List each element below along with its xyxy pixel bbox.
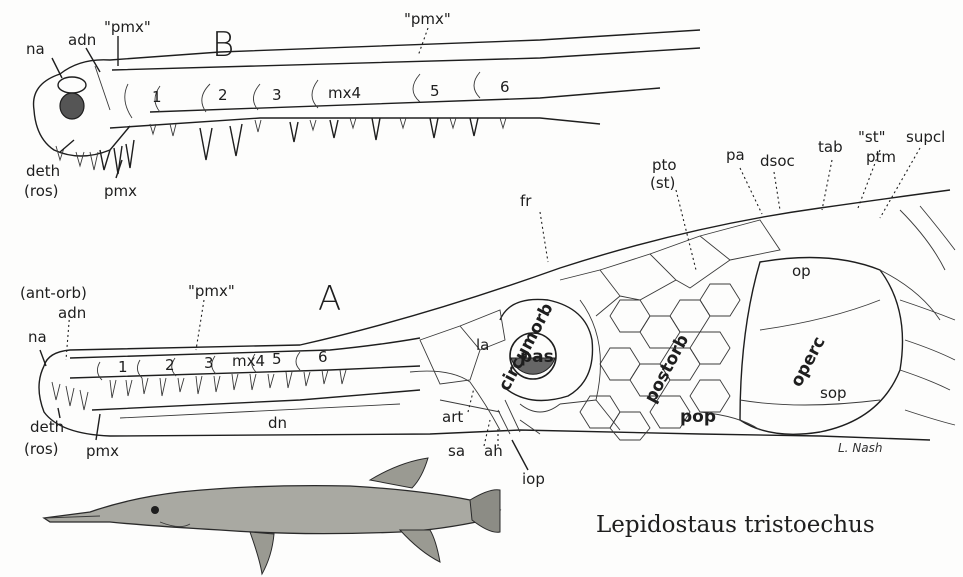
label-b-adn: adn <box>68 31 96 49</box>
label-a-2: 2 <box>165 356 175 374</box>
label-a-deth: deth <box>30 418 64 436</box>
label-b-pmx-right: "pmx" <box>404 10 451 28</box>
label-b-3: 3 <box>272 86 282 104</box>
panel-b-letter: B <box>212 25 234 65</box>
label-a-pto: pto <box>652 156 677 174</box>
fish-silhouette <box>44 458 500 574</box>
label-a-postorb: postorb <box>641 331 694 406</box>
label-a-operc: operc <box>787 333 830 390</box>
label-a-pmx-bottom: pmx <box>86 442 119 460</box>
label-a-op: op <box>792 262 811 280</box>
label-a-fr: fr <box>520 192 532 210</box>
label-a-ros: (ros) <box>24 440 59 458</box>
label-a-pop: pop <box>680 407 716 427</box>
panel-b-labels: B na adn "pmx" "pmx" deth (ros) pmx 1 2 … <box>24 10 510 200</box>
label-b-2: 2 <box>218 86 228 104</box>
label-b-pmx-bottom: pmx <box>104 182 137 200</box>
label-a-5: 5 <box>272 350 282 368</box>
label-b-deth: deth <box>26 162 60 180</box>
label-a-ah: ah <box>484 442 503 460</box>
label-a-6: 6 <box>318 348 328 366</box>
label-a-mx4: mx4 <box>232 352 265 370</box>
label-a-pmx-top: "pmx" <box>188 282 235 300</box>
label-a-dn: dn <box>268 414 287 432</box>
label-a-tab: tab <box>818 138 843 156</box>
label-a-ptm: ptm <box>866 148 896 166</box>
label-a-st-paren: (st) <box>650 174 675 192</box>
panel-b-snout-drawing <box>34 30 700 174</box>
label-b-5: 5 <box>430 82 440 100</box>
panel-a-skull-drawing <box>39 190 955 440</box>
label-b-pmx-left: "pmx" <box>104 18 151 36</box>
label-a-art: art <box>442 408 463 426</box>
label-b-na: na <box>26 40 45 58</box>
leader-lines <box>40 28 920 470</box>
label-a-1: 1 <box>118 358 128 376</box>
species-caption: Lepidostaus tristoechus <box>596 512 875 538</box>
label-a-pa: pa <box>726 146 745 164</box>
artist-signature: L. Nash <box>838 441 883 455</box>
label-a-adn: adn <box>58 304 86 322</box>
label-a-iop: iop <box>522 470 545 488</box>
label-a-ant-orb: (ant-orb) <box>20 284 87 302</box>
label-b-1: 1 <box>152 88 162 106</box>
label-b-mx4: mx4 <box>328 84 361 102</box>
label-a-3: 3 <box>204 354 214 372</box>
label-a-na: na <box>28 328 47 346</box>
label-a-la: la <box>476 336 489 354</box>
label-a-sop: sop <box>820 384 847 402</box>
panel-a-letter: A <box>318 279 341 319</box>
label-a-sa: sa <box>448 442 465 460</box>
label-b-6: 6 <box>500 78 510 96</box>
label-a-supcl: supcl <box>906 128 945 146</box>
label-a-st-quote: "st" <box>858 128 886 146</box>
label-b-ros: (ros) <box>24 182 59 200</box>
label-a-dsoc: dsoc <box>760 152 795 170</box>
